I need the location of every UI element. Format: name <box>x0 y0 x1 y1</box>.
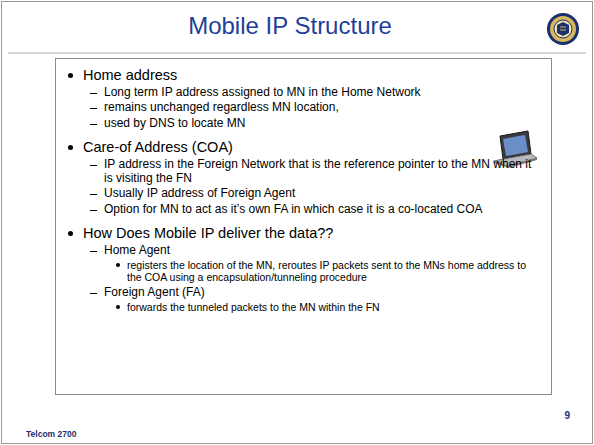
bullet-dot <box>68 231 73 236</box>
bullet-dot <box>116 263 120 267</box>
content-box: Home addressLong term IP address assigne… <box>55 58 552 395</box>
slide-title: Mobile IP Structure <box>40 12 540 40</box>
bullet-dash <box>90 93 97 94</box>
bullet-dash <box>90 293 97 294</box>
bullet-dash <box>90 194 97 195</box>
bullet-dot <box>116 305 120 309</box>
bullet-level-2: Long term IP address assigned to MN in t… <box>89 86 539 100</box>
bullet-level-3: registers the location of the MN, rerout… <box>114 259 539 283</box>
bullet-level-2: Usually IP address of Foreign Agent <box>89 187 539 201</box>
bullet-level-2: remains unchanged regardless MN location… <box>89 101 539 115</box>
bullet-dash <box>90 108 97 109</box>
university-seal <box>547 13 579 45</box>
bullet-level-1: How Does Mobile IP deliver the data?? <box>66 225 539 242</box>
bullet-level-2: Option for MN to act as it’s own FA in w… <box>89 203 539 217</box>
course-footer: Telcom 2700 <box>26 429 146 439</box>
bullet-level-3: forwards the tunneled packets to the MN … <box>114 301 539 313</box>
bullet-dash <box>90 124 97 125</box>
bullet-level-2: used by DNS to locate MN <box>89 117 539 131</box>
bullet-level-2: IP address in the Foreign Network that i… <box>89 158 539 186</box>
bullet-dot <box>68 145 73 150</box>
bullet-dash <box>90 165 97 166</box>
page-number: 9 <box>540 410 570 421</box>
bullet-level-1: Care-of Address (COA) <box>66 139 539 156</box>
bullet-dash <box>90 210 97 211</box>
title-rule <box>8 53 586 54</box>
bullet-dot <box>68 73 73 78</box>
bullet-level-2: Home Agent <box>89 244 539 258</box>
bullet-level-1: Home address <box>66 67 539 84</box>
bullet-level-2: Foreign Agent (FA) <box>89 286 539 300</box>
bullet-dash <box>90 251 97 252</box>
